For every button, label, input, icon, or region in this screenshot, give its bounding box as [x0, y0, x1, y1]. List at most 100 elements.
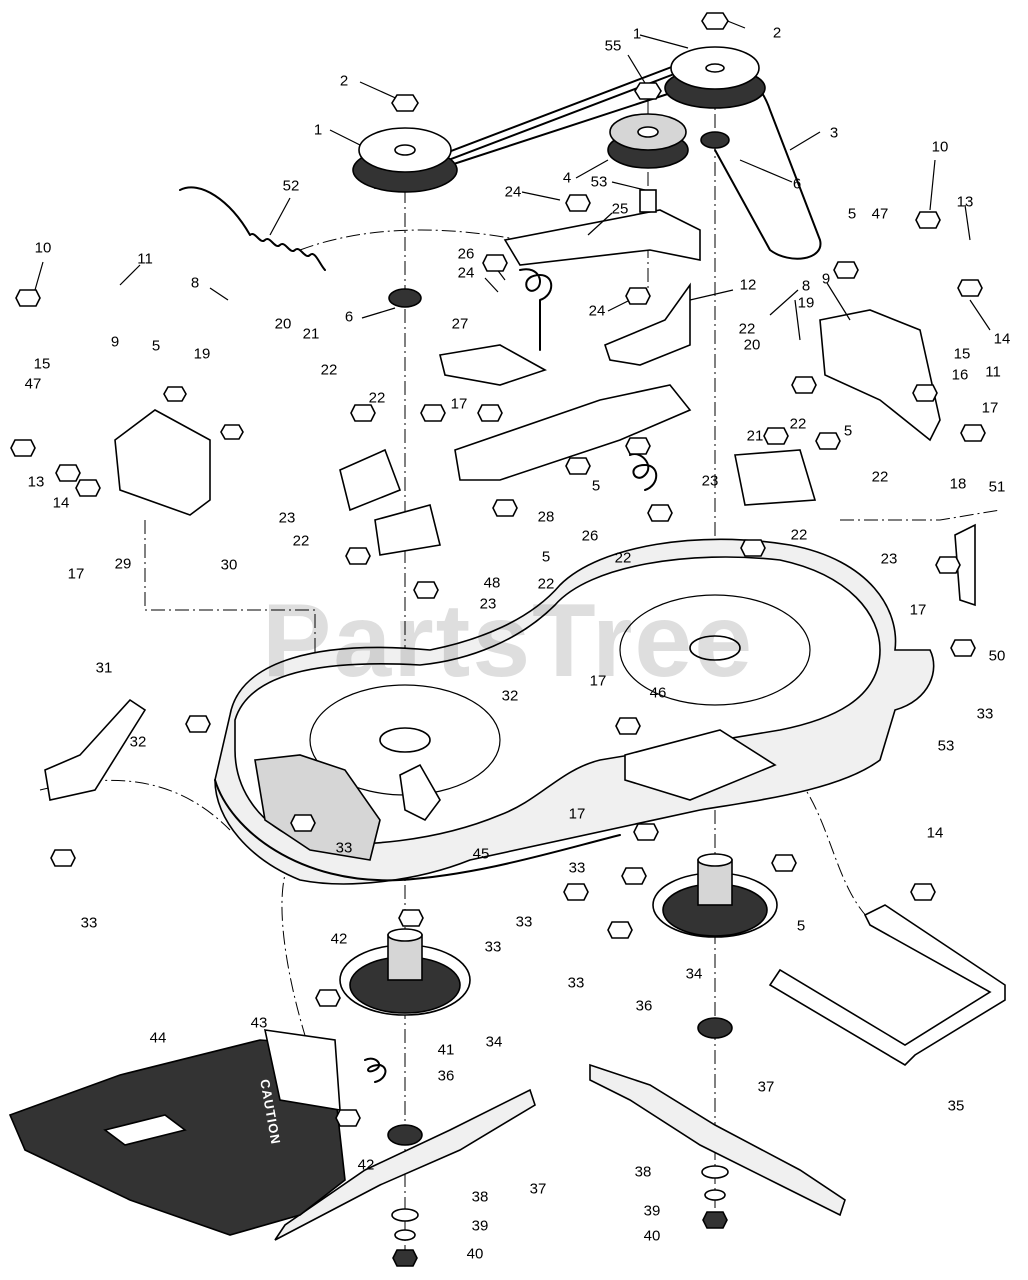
- callout[interactable]: 45: [472, 845, 490, 863]
- callout[interactable]: 1: [632, 25, 642, 43]
- callout[interactable]: 48: [483, 574, 501, 592]
- callout[interactable]: 34: [685, 965, 703, 983]
- callout[interactable]: 9: [110, 333, 120, 351]
- callout[interactable]: 33: [335, 839, 353, 857]
- callout[interactable]: 47: [24, 375, 42, 393]
- callout[interactable]: 20: [743, 336, 761, 354]
- callout[interactable]: 16: [951, 366, 969, 384]
- callout[interactable]: 33: [568, 859, 586, 877]
- callout[interactable]: 53: [937, 737, 955, 755]
- callout[interactable]: 17: [981, 399, 999, 417]
- callout[interactable]: 15: [953, 345, 971, 363]
- callout[interactable]: 23: [479, 595, 497, 613]
- callout[interactable]: 11: [137, 250, 153, 268]
- callout[interactable]: 38: [634, 1163, 652, 1181]
- callout[interactable]: 23: [278, 509, 296, 527]
- callout[interactable]: 22: [320, 361, 338, 379]
- callout[interactable]: 8: [801, 277, 811, 295]
- callout[interactable]: 19: [797, 294, 815, 312]
- callout[interactable]: 33: [515, 913, 533, 931]
- callout[interactable]: 28: [537, 508, 555, 526]
- callout[interactable]: 2: [339, 72, 349, 90]
- callout[interactable]: 23: [880, 550, 898, 568]
- callout[interactable]: 22: [871, 468, 889, 486]
- callout[interactable]: 37: [757, 1078, 775, 1096]
- callout[interactable]: 51: [988, 478, 1006, 496]
- callout[interactable]: 4: [562, 169, 572, 187]
- callout[interactable]: 8: [190, 274, 200, 292]
- callout[interactable]: 22: [790, 526, 808, 544]
- callout[interactable]: 27: [451, 315, 469, 333]
- callout[interactable]: 10: [34, 239, 52, 257]
- callout[interactable]: 5: [796, 917, 806, 935]
- callout[interactable]: 14: [926, 824, 944, 842]
- callout[interactable]: 5: [843, 422, 853, 440]
- callout[interactable]: 3: [829, 124, 839, 142]
- callout[interactable]: 19: [193, 345, 211, 363]
- callout[interactable]: 6: [344, 308, 354, 326]
- callout[interactable]: 47: [871, 205, 889, 223]
- callout[interactable]: 33: [567, 974, 585, 992]
- callout[interactable]: 33: [484, 938, 502, 956]
- callout[interactable]: 18: [949, 475, 967, 493]
- callout[interactable]: 46: [649, 684, 667, 702]
- callout[interactable]: 32: [501, 687, 519, 705]
- callout[interactable]: 31: [95, 659, 113, 677]
- callout[interactable]: 50: [988, 647, 1006, 665]
- callout[interactable]: 5: [591, 477, 601, 495]
- callout[interactable]: 17: [450, 395, 468, 413]
- callout[interactable]: 21: [302, 325, 320, 343]
- callout[interactable]: 1: [313, 121, 323, 139]
- callout[interactable]: 17: [589, 672, 607, 690]
- callout[interactable]: 5: [541, 548, 551, 566]
- callout[interactable]: 11: [985, 363, 1001, 381]
- callout[interactable]: 36: [437, 1067, 455, 1085]
- callout[interactable]: 36: [635, 997, 653, 1015]
- callout[interactable]: 22: [537, 575, 555, 593]
- callout[interactable]: 17: [568, 805, 586, 823]
- callout[interactable]: 14: [993, 330, 1011, 348]
- callout[interactable]: 22: [292, 532, 310, 550]
- callout[interactable]: 20: [274, 315, 292, 333]
- callout[interactable]: 22: [368, 389, 386, 407]
- callout[interactable]: 24: [588, 302, 606, 320]
- callout[interactable]: 38: [471, 1188, 489, 1206]
- callout[interactable]: 9: [821, 270, 831, 288]
- callout[interactable]: 52: [282, 177, 300, 195]
- callout[interactable]: 17: [909, 601, 927, 619]
- callout[interactable]: 6: [792, 175, 802, 193]
- callout[interactable]: 12: [739, 276, 757, 294]
- callout[interactable]: 17: [67, 565, 85, 583]
- callout[interactable]: 10: [931, 138, 949, 156]
- callout[interactable]: 5: [151, 337, 161, 355]
- callout[interactable]: 30: [220, 556, 238, 574]
- callout[interactable]: 13: [27, 473, 45, 491]
- callout[interactable]: 33: [976, 705, 994, 723]
- callout[interactable]: 22: [738, 320, 756, 338]
- callout[interactable]: 40: [643, 1227, 661, 1245]
- callout[interactable]: 13: [956, 193, 974, 211]
- callout[interactable]: 39: [643, 1202, 661, 1220]
- callout[interactable]: 26: [581, 527, 599, 545]
- callout[interactable]: 35: [947, 1097, 965, 1115]
- callout[interactable]: 23: [701, 472, 719, 490]
- callout[interactable]: 26: [457, 245, 475, 263]
- callout[interactable]: 40: [466, 1245, 484, 1263]
- callout[interactable]: 55: [604, 37, 622, 55]
- callout[interactable]: 32: [129, 733, 147, 751]
- callout[interactable]: 14: [52, 494, 70, 512]
- callout[interactable]: 41: [437, 1041, 455, 1059]
- callout[interactable]: 25: [611, 200, 629, 218]
- callout[interactable]: 44: [149, 1029, 167, 1047]
- callout[interactable]: 34: [485, 1033, 503, 1051]
- callout[interactable]: 43: [250, 1014, 268, 1032]
- callout[interactable]: 21: [746, 427, 764, 445]
- callout[interactable]: 39: [471, 1217, 489, 1235]
- callout[interactable]: 33: [80, 914, 98, 932]
- callout[interactable]: 15: [33, 355, 51, 373]
- callout[interactable]: 24: [457, 264, 475, 282]
- callout[interactable]: 37: [529, 1180, 547, 1198]
- callout[interactable]: 42: [330, 930, 348, 948]
- callout[interactable]: 42: [357, 1156, 375, 1174]
- callout[interactable]: 22: [789, 415, 807, 433]
